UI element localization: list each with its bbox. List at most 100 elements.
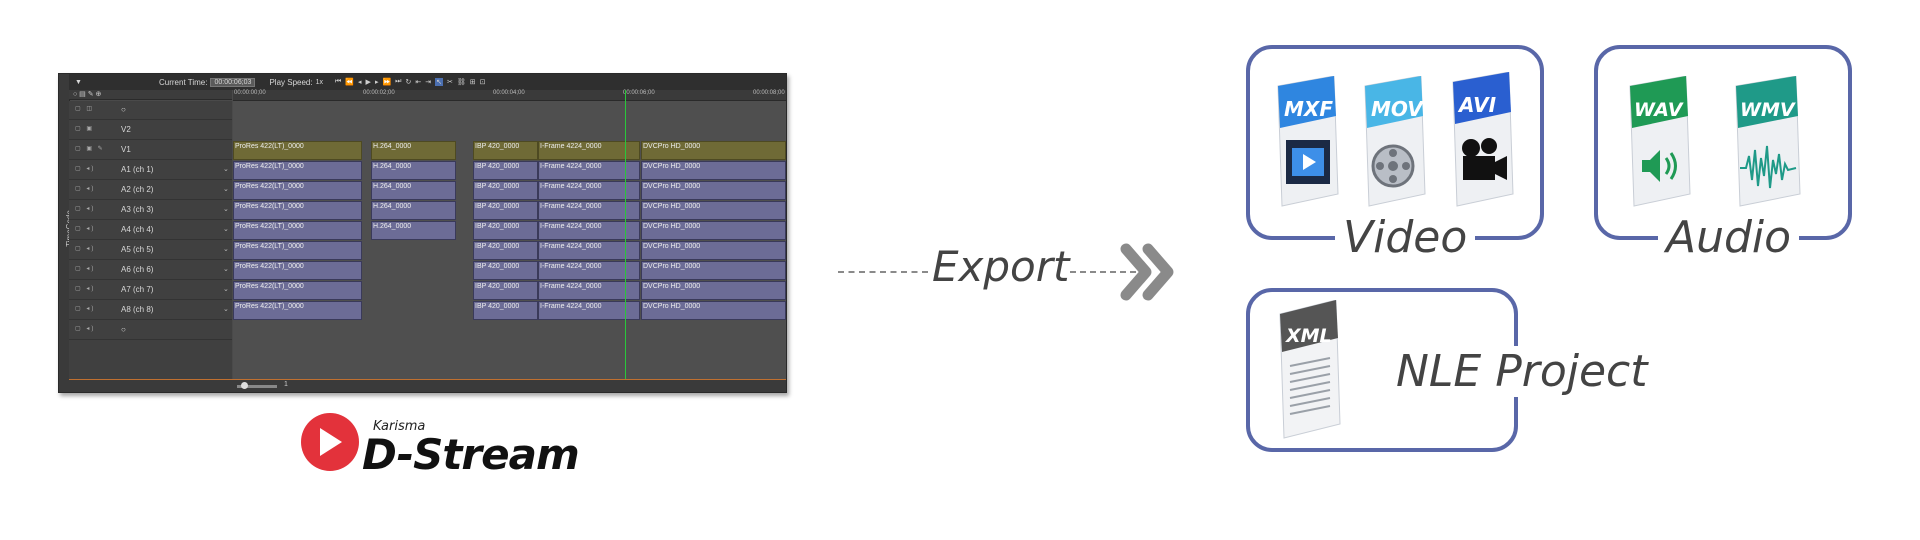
wav-file-icon: WAV bbox=[1629, 76, 1691, 207]
wmv-file-icon: WMV bbox=[1735, 76, 1801, 207]
audio-clip[interactable]: ProRes 422(LT)_0000 bbox=[233, 261, 362, 280]
double-chevron-right-icon bbox=[1120, 243, 1174, 301]
track-header-a8[interactable]: ▢ ◂)A8 (ch 8)⌄ bbox=[69, 301, 232, 320]
step-forward-icon[interactable]: ▸ bbox=[374, 79, 379, 86]
audio-clip[interactable]: DVCPro HD_0000 bbox=[641, 161, 786, 180]
audio-clip[interactable]: DVCPro HD_0000 bbox=[641, 281, 786, 300]
audio-clip[interactable]: DVCPro HD_0000 bbox=[641, 241, 786, 260]
play-speed-label: Play Speed: bbox=[269, 77, 313, 87]
current-time-field[interactable]: 00:00:06;03 bbox=[210, 77, 256, 87]
playhead[interactable] bbox=[625, 90, 626, 379]
play-icon[interactable]: ▶ bbox=[365, 79, 371, 86]
ruler-tick: 00:00:00;00 bbox=[234, 90, 266, 96]
ruler-tick: 00:00:04;00 bbox=[493, 90, 525, 96]
mark-in-icon[interactable]: ⇤ bbox=[415, 79, 422, 86]
select-tool-icon[interactable]: ↖ bbox=[435, 78, 443, 86]
audio-clip[interactable]: IBP 420_0000 bbox=[473, 181, 538, 200]
ruler-tick: 00:00:06;00 bbox=[623, 90, 655, 96]
step-back-icon[interactable]: ◂ bbox=[358, 79, 362, 86]
loop-icon[interactable]: ↻ bbox=[405, 79, 412, 86]
audio-clip[interactable]: ProRes 422(LT)_0000 bbox=[233, 161, 362, 180]
track-header-a5[interactable]: ▢ ◂)A5 (ch 5)⌄ bbox=[69, 241, 232, 260]
track-header-a1[interactable]: ▢ ◂)A1 (ch 1)⌄ bbox=[69, 161, 232, 180]
file-tag-xml: XML bbox=[1285, 325, 1332, 347]
audio-clip[interactable]: IBP 420_0000 bbox=[473, 241, 538, 260]
page-number: 1 bbox=[284, 381, 288, 388]
video-clip[interactable]: ProRes 422(LT)_0000 bbox=[233, 141, 362, 160]
audio-clip[interactable]: DVCPro HD_0000 bbox=[641, 261, 786, 280]
audio-clip[interactable]: DVCPro HD_0000 bbox=[641, 301, 786, 320]
audio-clip[interactable]: DVCPro HD_0000 bbox=[641, 181, 786, 200]
audio-clip[interactable]: ProRes 422(LT)_0000 bbox=[233, 301, 362, 320]
ruler-tick: 00:00:02;00 bbox=[363, 90, 395, 96]
track-header-a2[interactable]: ▢ ◂)A2 (ch 2)⌄ bbox=[69, 181, 232, 200]
track-header-a6[interactable]: ▢ ◂)A6 (ch 6)⌄ bbox=[69, 261, 232, 280]
menu-dropdown-icon[interactable]: ▼ bbox=[75, 78, 82, 86]
file-tag-wav: WAV bbox=[1634, 99, 1684, 121]
file-tag-mxf: MXF bbox=[1284, 97, 1333, 121]
audio-clip[interactable]: I-Frame 4224_0000 bbox=[538, 161, 640, 180]
audio-clip[interactable]: IBP 420_0000 bbox=[473, 201, 538, 220]
video-clip[interactable]: I-Frame 4224_0000 bbox=[538, 141, 640, 160]
current-time-label: Current Time: bbox=[159, 77, 208, 87]
razor-icon[interactable]: ✂ bbox=[446, 79, 453, 86]
track-header-empty[interactable]: ▢ ◂)○ bbox=[69, 321, 232, 340]
mov-file-icon: MOV bbox=[1364, 76, 1426, 207]
timeline-ruler[interactable]: 00:00:00;00 00:00:02;00 00:00:04;00 00:0… bbox=[233, 90, 786, 101]
audio-clip[interactable]: H.264_0000 bbox=[371, 201, 456, 220]
link-icon[interactable]: ⛓ bbox=[456, 79, 466, 86]
audio-clip[interactable]: I-Frame 4224_0000 bbox=[538, 181, 640, 200]
audio-clip[interactable]: H.264_0000 bbox=[371, 181, 456, 200]
video-clip[interactable]: IBP 420_0000 bbox=[473, 141, 538, 160]
audio-clip[interactable]: IBP 420_0000 bbox=[473, 221, 538, 240]
audio-clip[interactable]: DVCPro HD_0000 bbox=[641, 221, 786, 240]
track-header-v1[interactable]: ▢ ▣ ✎V1 bbox=[69, 141, 232, 160]
track-header-a7[interactable]: ▢ ◂)A7 (ch 7)⌄ bbox=[69, 281, 232, 300]
audio-clip[interactable]: ProRes 422(LT)_0000 bbox=[233, 221, 362, 240]
file-tag-avi: AVI bbox=[1457, 93, 1497, 117]
audio-clip[interactable]: I-Frame 4224_0000 bbox=[538, 221, 640, 240]
transport-controls: ⏮ ⏪ ◂ ▶ ▸ ⏩ ⏭ ↻ ⇤ ⇥ ↖ ✂ ⛓ ⊞ ⊡ bbox=[335, 78, 486, 86]
zoom-slider-knob[interactable] bbox=[241, 382, 248, 389]
audio-clip[interactable]: ProRes 422(LT)_0000 bbox=[233, 281, 362, 300]
track-header-v2[interactable]: ▢ ▣V2 bbox=[69, 121, 232, 140]
audio-clip[interactable]: I-Frame 4224_0000 bbox=[538, 201, 640, 220]
play-speed-value[interactable]: 1x bbox=[315, 78, 323, 86]
audio-clip[interactable]: H.264_0000 bbox=[371, 221, 456, 240]
logo-small-text: Karisma bbox=[373, 419, 426, 434]
audio-clip[interactable]: IBP 420_0000 bbox=[473, 301, 538, 320]
audio-clip[interactable]: ProRes 422(LT)_0000 bbox=[233, 241, 362, 260]
xml-file-icon: XML bbox=[1279, 300, 1341, 439]
audio-clip[interactable]: ProRes 422(LT)_0000 bbox=[233, 201, 362, 220]
mark-icon[interactable]: ⇥ bbox=[425, 79, 432, 86]
audio-clip[interactable]: I-Frame 4224_0000 bbox=[538, 241, 640, 260]
audio-clip[interactable]: IBP 420_0000 bbox=[473, 281, 538, 300]
audio-group-label: Audio bbox=[1658, 212, 1800, 263]
track-header-a4[interactable]: ▢ ◂)A4 (ch 4)⌄ bbox=[69, 221, 232, 240]
audio-clip[interactable]: IBP 420_0000 bbox=[473, 261, 538, 280]
track-header-a3[interactable]: ▢ ◂)A3 (ch 3)⌄ bbox=[69, 201, 232, 220]
track-header-toolbar: ○ ▤ ✎ ⊕ bbox=[69, 90, 232, 100]
video-clip[interactable]: DVCPro HD_0000 bbox=[641, 141, 786, 160]
audio-clip[interactable]: H.264_0000 bbox=[371, 161, 456, 180]
video-clip[interactable]: H.264_0000 bbox=[371, 141, 456, 160]
go-to-end-icon[interactable]: ⏭ bbox=[395, 78, 402, 85]
rewind-icon[interactable]: ⏪ bbox=[345, 79, 355, 86]
audio-clip[interactable]: I-Frame 4224_0000 bbox=[538, 281, 640, 300]
audio-clip[interactable]: DVCPro HD_0000 bbox=[641, 201, 786, 220]
audio-clip[interactable]: IBP 420_0000 bbox=[473, 161, 538, 180]
export-dashed-line-left bbox=[838, 271, 928, 273]
fast-forward-icon[interactable]: ⏩ bbox=[382, 79, 392, 86]
zoom-slider-track[interactable] bbox=[237, 385, 277, 388]
avi-file-icon: AVI bbox=[1452, 72, 1514, 207]
video-group-label: Video bbox=[1335, 212, 1476, 263]
audio-clip[interactable]: I-Frame 4224_0000 bbox=[538, 301, 640, 320]
track-headers: ▢ ◫○ ▢ ▣V2 ▢ ▣ ✎V1 ▢ ◂)A1 (ch 1)⌄ ▢ ◂)A2… bbox=[69, 101, 232, 379]
audio-clip[interactable]: I-Frame 4224_0000 bbox=[538, 261, 640, 280]
lock-icon[interactable]: ⊡ bbox=[479, 79, 486, 86]
snap-icon[interactable]: ⊞ bbox=[469, 79, 476, 86]
audio-clip[interactable]: ProRes 422(LT)_0000 bbox=[233, 181, 362, 200]
track-header-empty[interactable]: ▢ ◫○ bbox=[69, 101, 232, 120]
go-to-start-icon[interactable]: ⏮ bbox=[335, 78, 342, 85]
